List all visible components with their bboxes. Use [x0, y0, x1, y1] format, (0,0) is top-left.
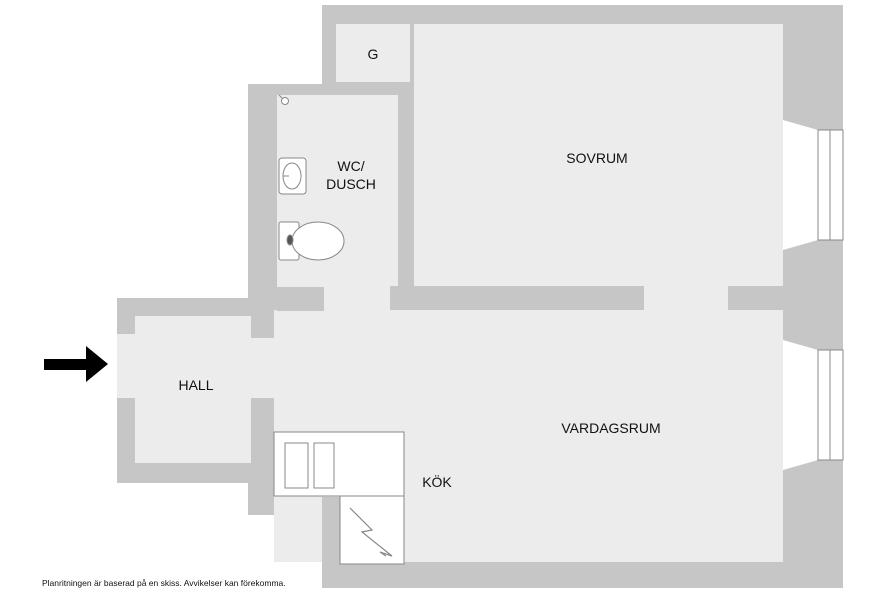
floor-hall-passage: [249, 338, 279, 398]
floor-entry-door: [117, 334, 137, 398]
floor-storage: [336, 24, 410, 82]
room-label-kitchen: KÖK: [422, 473, 452, 490]
shower-head-icon: [278, 94, 289, 105]
window-upper-recess: [783, 120, 818, 250]
arrow-right-icon: [44, 346, 108, 382]
floor-corridor: [324, 286, 390, 312]
room-label-hall: HALL: [178, 377, 213, 393]
wall-hall-stub-top: [251, 312, 274, 338]
room-label-bedroom: SOVRUM: [566, 150, 627, 166]
wall-bedroom-bottom-left: [390, 286, 644, 310]
room-label-storage: G: [368, 46, 379, 62]
lightning-icon: [349, 507, 393, 557]
sink-icon: [278, 157, 307, 195]
room-label-living: VARDAGSRUM: [561, 420, 660, 436]
floor-bedroom-door: [644, 286, 728, 312]
windows: [783, 120, 844, 470]
room-label-bathroom-line2: DUSCH: [326, 176, 376, 192]
stove-icon-right: [313, 442, 335, 489]
floor-bedroom: [414, 24, 783, 286]
wall-bedroom-bottom-right: [728, 286, 783, 310]
disclaimer-text: Planritningen är baserad på en skiss. Av…: [42, 578, 286, 588]
window-lower-recess: [783, 340, 818, 470]
kitchen-counter: [273, 431, 405, 565]
wall-hall-stub-bottom: [251, 398, 274, 468]
stove-icon: [284, 442, 309, 489]
room-label-bathroom-line1: WC/: [337, 158, 364, 174]
floor-hall: [135, 316, 251, 463]
wall-bathroom-bottom: [277, 287, 324, 311]
wall-kitchen-side: [322, 497, 340, 565]
interior-walls: [251, 286, 783, 565]
floors: [117, 24, 783, 562]
toilet-icon: [278, 221, 345, 261]
